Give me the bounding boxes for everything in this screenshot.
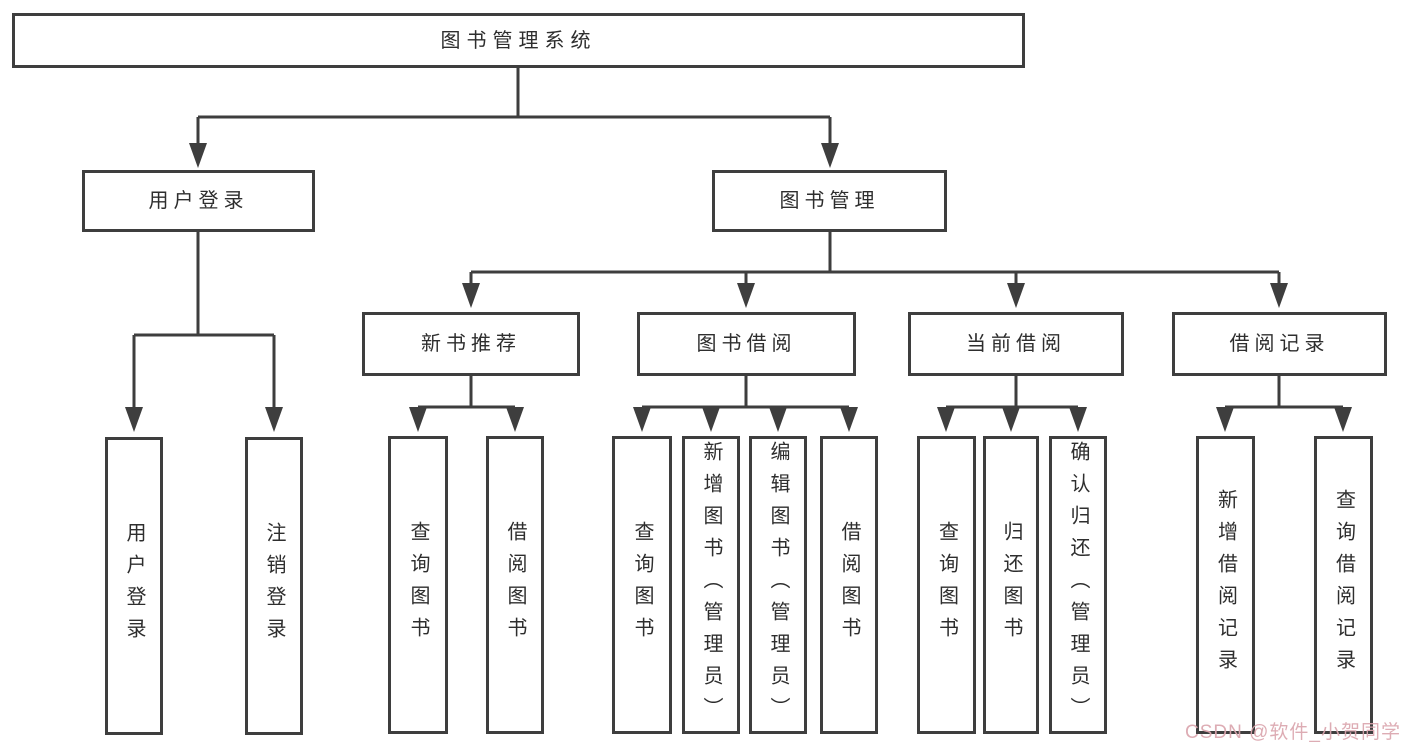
arrowhead-icon <box>125 407 143 432</box>
node-label: 当前借阅 <box>966 333 1066 355</box>
arrowhead-icon <box>1334 407 1352 432</box>
node-label: 图书借阅 <box>696 333 797 355</box>
node-label: 归还图书 <box>1000 521 1022 649</box>
arrowhead-icon <box>189 143 207 168</box>
arrowhead-icon <box>840 407 858 432</box>
node-confirm-return-admin: 确认归还（管理员） <box>1049 436 1107 734</box>
node-borrowing-records: 借阅记录 <box>1172 312 1387 376</box>
node-label: 新增借阅记录 <box>1214 489 1237 681</box>
node-query-borrow-record: 查询借阅记录 <box>1314 436 1373 734</box>
node-user-login-leaf: 用户登录 <box>105 437 163 735</box>
arrowhead-icon <box>462 283 480 308</box>
node-label: 新书推荐 <box>421 333 521 355</box>
node-add-book-admin: 新增图书（管理员） <box>682 436 740 734</box>
node-label: 图书管理系统 <box>440 29 597 52</box>
node-label: 注销登录 <box>263 522 285 650</box>
arrowhead-icon <box>1007 283 1025 308</box>
watermark-csdn: CSDN @软件_小贺同学 <box>1185 722 1401 743</box>
arrowhead-icon <box>769 407 787 432</box>
node-query-books-recommend: 查询图书 <box>388 436 448 734</box>
node-return-book: 归还图书 <box>983 436 1039 734</box>
arrowhead-icon <box>821 143 839 168</box>
node-label: 借阅图书 <box>504 521 526 649</box>
node-label: 用户登录 <box>123 522 145 650</box>
node-book-borrowing: 图书借阅 <box>637 312 856 376</box>
node-library-management-system: 图书管理系统 <box>12 13 1025 68</box>
node-logout-leaf: 注销登录 <box>245 437 303 735</box>
arrowhead-icon <box>702 407 720 432</box>
node-label: 借阅图书 <box>838 521 860 649</box>
node-query-books-borrowing: 查询图书 <box>612 436 672 734</box>
arrowhead-icon <box>1002 407 1020 432</box>
node-label: 查询借阅记录 <box>1332 489 1355 681</box>
node-label: 查询图书 <box>935 521 958 649</box>
node-label: 新增图书（管理员） <box>700 441 722 729</box>
node-new-book-recommend: 新书推荐 <box>362 312 580 376</box>
node-borrow-books-leaf: 借阅图书 <box>820 436 878 734</box>
node-label: 查询图书 <box>407 521 429 649</box>
node-add-borrow-record: 新增借阅记录 <box>1196 436 1255 734</box>
arrowhead-icon <box>1270 283 1288 308</box>
node-user-login-branch: 用户登录 <box>82 170 315 232</box>
node-label: 借阅记录 <box>1229 333 1330 355</box>
arrowhead-icon <box>1216 407 1234 432</box>
arrowhead-icon <box>265 407 283 432</box>
arrowhead-icon <box>1069 407 1087 432</box>
arrowhead-icon <box>506 407 524 432</box>
node-query-books-current: 查询图书 <box>917 436 976 734</box>
arrowhead-icon <box>633 407 651 432</box>
node-label: 用户登录 <box>148 190 249 212</box>
node-label: 编辑图书（管理员） <box>767 441 789 729</box>
node-book-management-branch: 图书管理 <box>712 170 947 232</box>
node-edit-book-admin: 编辑图书（管理员） <box>749 436 807 734</box>
node-current-borrowing: 当前借阅 <box>908 312 1124 376</box>
node-borrow-books-recommend: 借阅图书 <box>486 436 544 734</box>
node-label: 确认归还（管理员） <box>1067 441 1089 729</box>
node-label: 图书管理 <box>779 190 880 212</box>
arrowhead-icon <box>409 407 427 432</box>
node-label: 查询图书 <box>631 521 653 649</box>
arrowhead-icon <box>937 407 955 432</box>
arrowhead-icon <box>737 283 755 308</box>
